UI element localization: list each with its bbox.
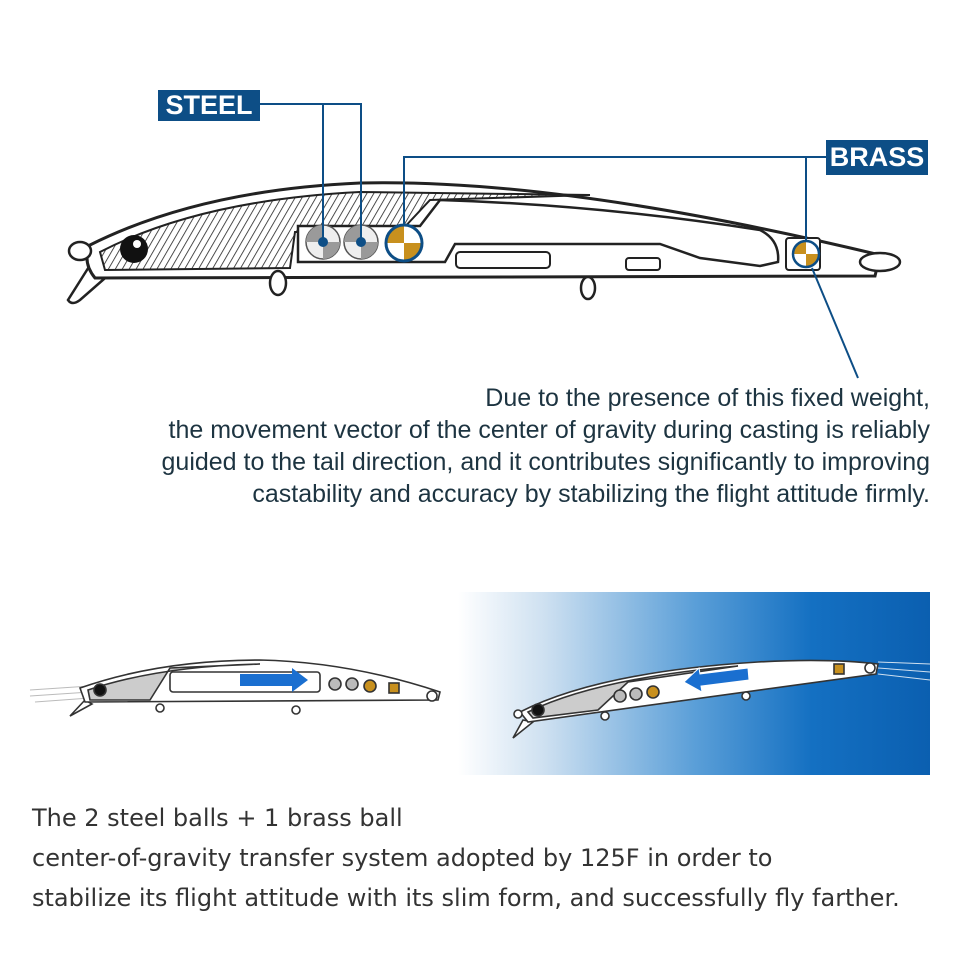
description-line: guided to the tail direction, and it con… — [161, 448, 930, 476]
caption-line: stabilize its flight attitude with its s… — [32, 884, 900, 912]
brass-ball-moving — [384, 223, 424, 263]
system-caption: The 2 steel balls + 1 brass ball center-… — [32, 798, 900, 918]
steel-ball-1 — [305, 224, 341, 260]
arrow-left-icon — [683, 666, 750, 693]
arrow-right-icon — [240, 668, 308, 692]
caption-line: The 2 steel balls + 1 brass ball — [32, 804, 403, 832]
steel-label: STEEL — [158, 90, 260, 121]
description-line: Due to the presence of this fixed weight… — [485, 384, 930, 412]
fixed-weight-description: Due to the presence of this fixed weight… — [162, 382, 930, 510]
hook-eye-front — [268, 269, 288, 297]
description-line: castability and accuracy by stabilizing … — [252, 480, 930, 508]
brass-ball-fixed — [791, 239, 821, 269]
tail-eye — [858, 251, 902, 273]
description-line: the movement vector of the center of gra… — [168, 416, 930, 444]
gradient-panel — [458, 592, 930, 775]
leader-lines — [260, 103, 859, 379]
small-lure-resting — [29, 659, 441, 717]
small-lure-casting — [512, 659, 930, 739]
line-eye — [67, 240, 93, 262]
caption-line: center-of-gravity transfer system adopte… — [32, 844, 773, 872]
steel-ball-2 — [343, 224, 379, 260]
lure-eye — [120, 235, 148, 263]
hook-eye-belly — [579, 275, 597, 301]
brass-label: BRASS — [826, 140, 928, 175]
